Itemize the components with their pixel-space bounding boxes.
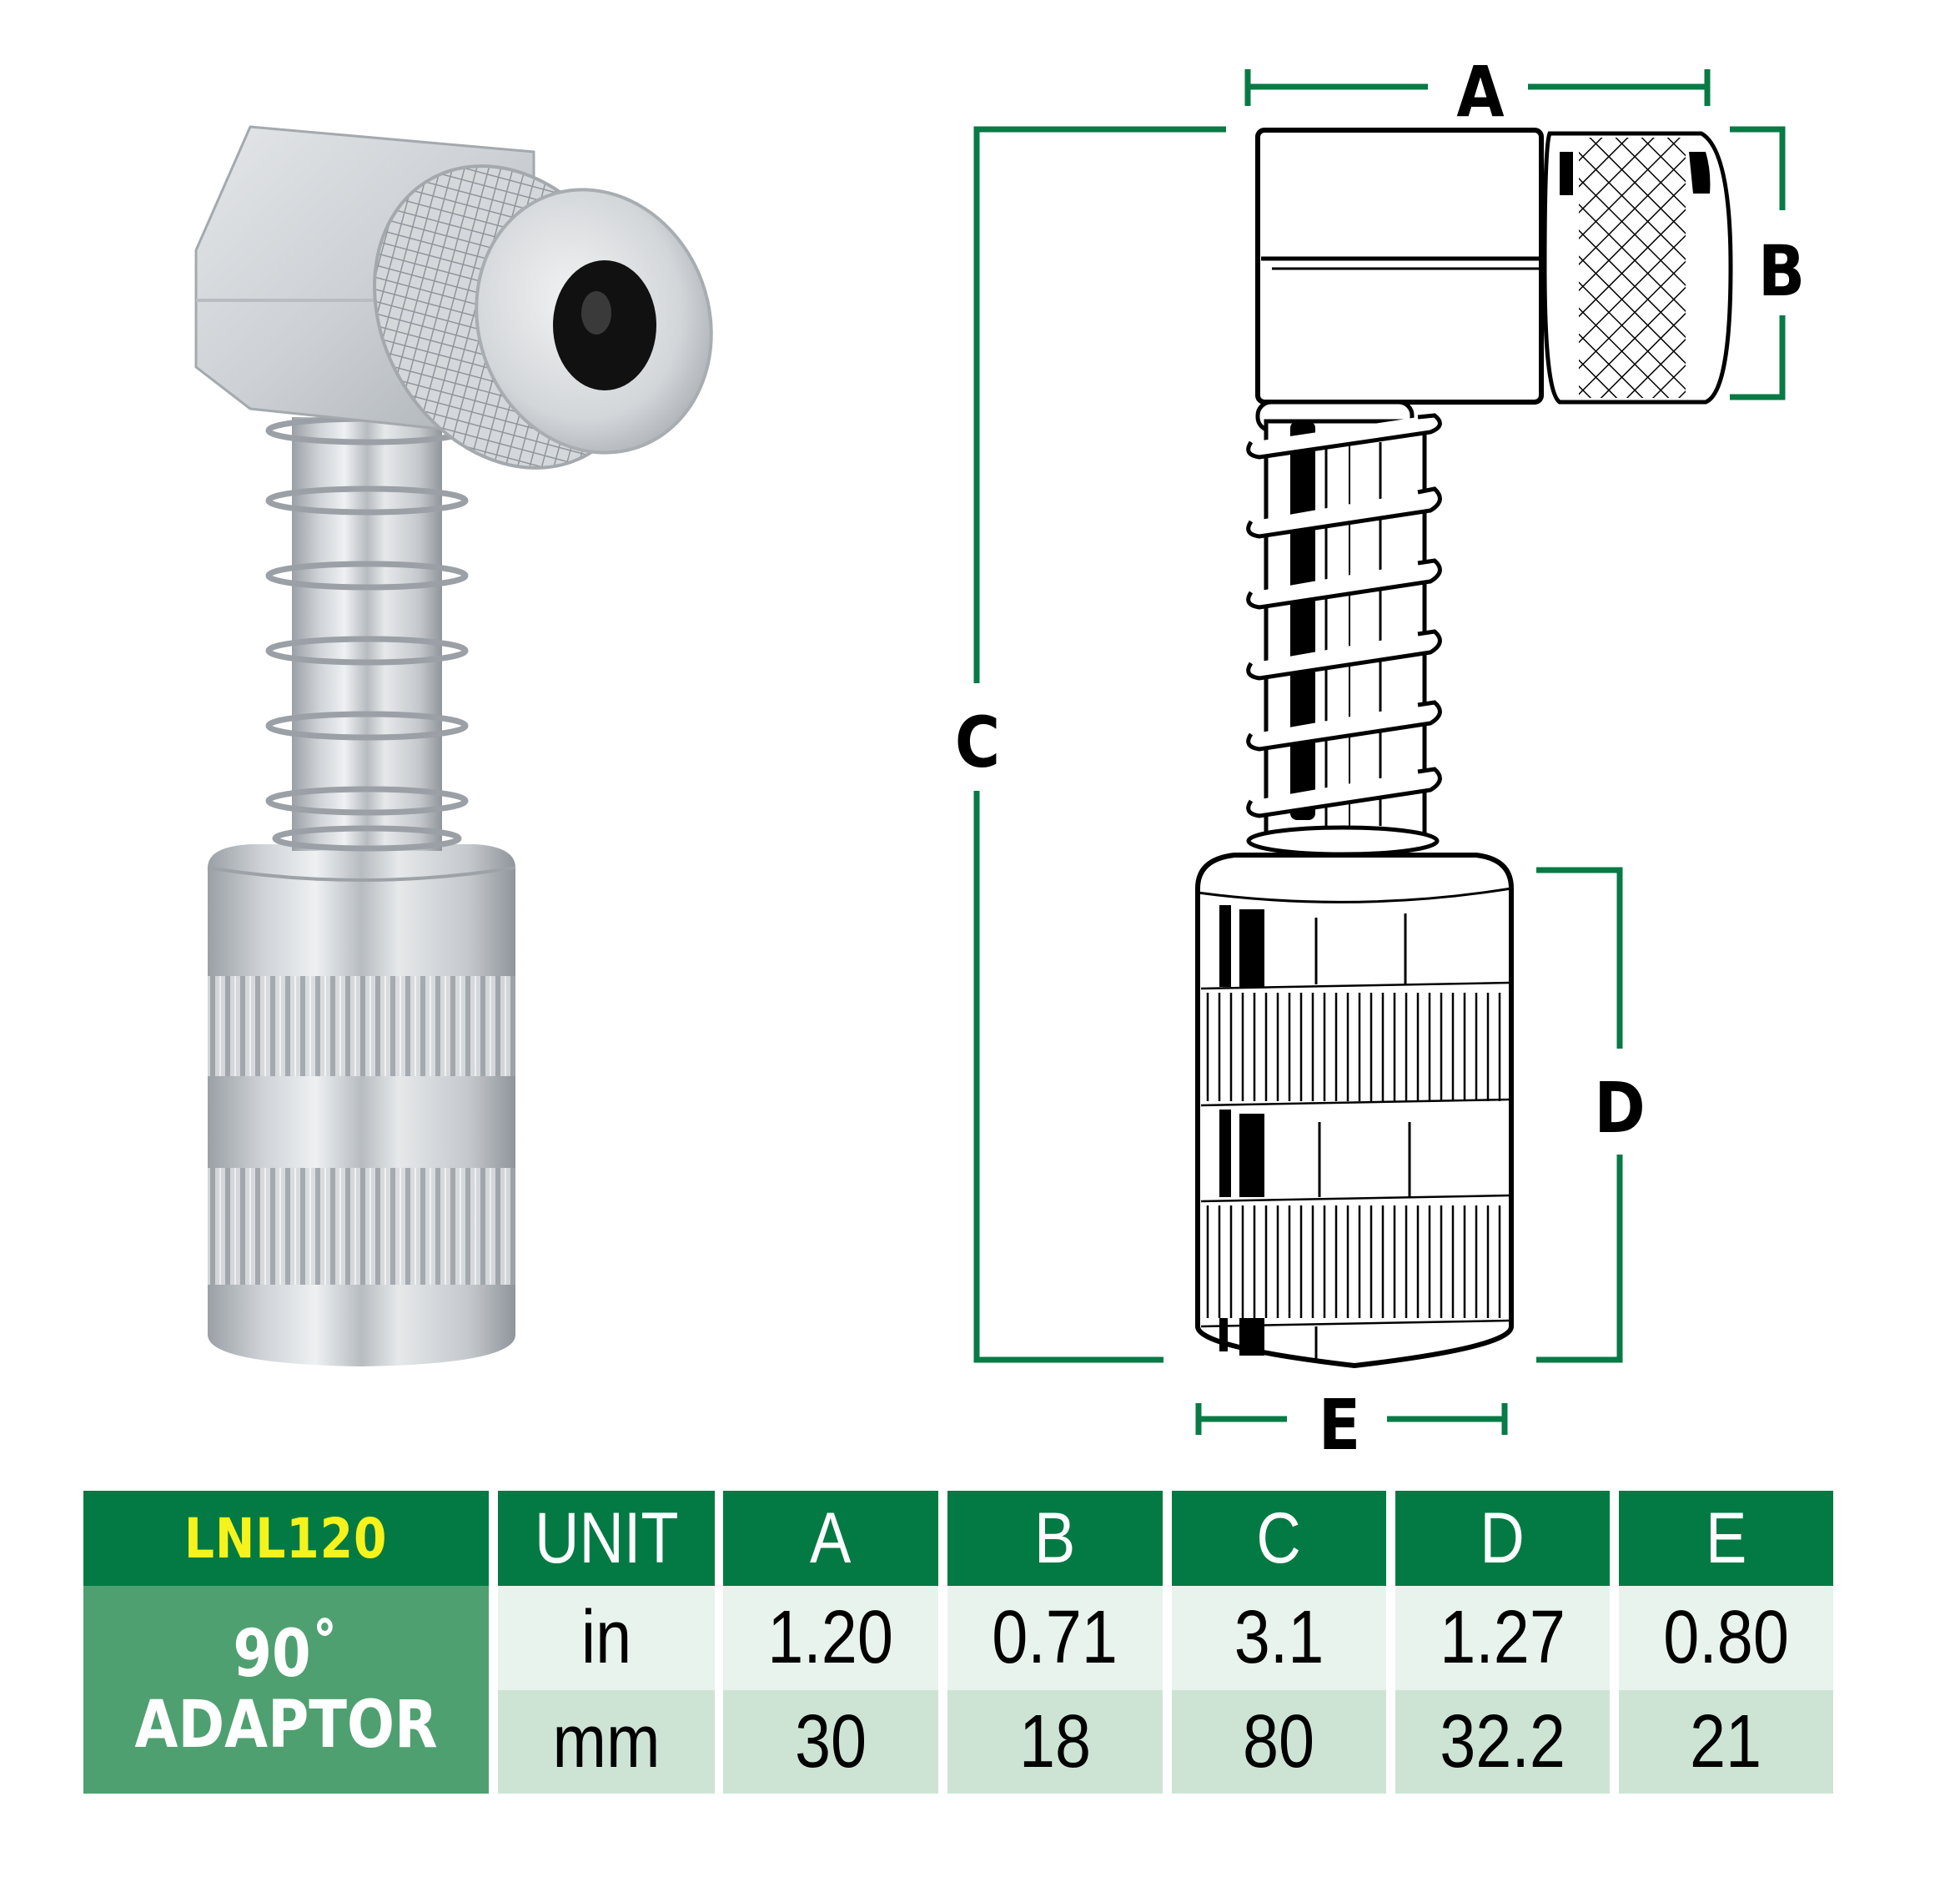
- photo-coupler: [207, 844, 516, 1366]
- drawing-hex-body: [1255, 128, 1544, 405]
- row-in-e: 0.80: [1619, 1586, 1833, 1690]
- row-in-c: 3.1: [1172, 1586, 1386, 1690]
- row-in-a: 1.20: [723, 1586, 938, 1690]
- header-c: C: [1172, 1491, 1386, 1586]
- header-unit: UNIT: [498, 1491, 715, 1586]
- row-in-d: 1.27: [1395, 1586, 1610, 1690]
- photo-tube: [292, 417, 442, 851]
- product-name-cell: 90˚ ADAPTOR: [83, 1586, 489, 1794]
- header-e: E: [1619, 1491, 1833, 1586]
- photo-spring: [265, 415, 469, 852]
- header-b: B: [947, 1491, 1163, 1586]
- dimension-lines: [973, 69, 1786, 1435]
- dimension-label-a: A: [1456, 51, 1505, 133]
- row-mm-a: 30: [723, 1690, 938, 1794]
- drawing-knurl-ribs: [1206, 993, 1501, 1318]
- row-mm-c: 80: [1172, 1690, 1386, 1794]
- header-a: A: [723, 1491, 938, 1586]
- product-photo: [0, 0, 834, 1418]
- dimension-label-b: B: [1757, 230, 1806, 312]
- header-d: D: [1395, 1491, 1610, 1586]
- row-mm-unit: mm: [498, 1690, 715, 1794]
- adaptor-line-drawing: [973, 69, 1786, 1435]
- drawing-knurl-nut: [1542, 131, 1733, 405]
- drawing-coupler: [1195, 853, 1514, 1369]
- dimension-label-d: D: [1594, 1067, 1646, 1149]
- dimension-a-line: [1244, 69, 1711, 106]
- model-number: LNL120: [184, 1506, 388, 1571]
- adaptor-photo-illustration: [194, 125, 713, 1366]
- technical-drawing: A B C D E: [917, 0, 1960, 1485]
- product-type: ADAPTOR: [134, 1687, 438, 1763]
- dimension-e-line: [1195, 1403, 1508, 1435]
- dimension-label-c: C: [954, 702, 1001, 783]
- drawing-spring: [1246, 413, 1442, 857]
- product-angle: 90˚: [233, 1617, 339, 1693]
- row-mm-b: 18: [947, 1690, 1163, 1794]
- row-mm-e: 21: [1619, 1690, 1833, 1794]
- photo-front-face: [475, 188, 713, 455]
- model-number-cell: LNL120: [83, 1491, 489, 1586]
- row-in-unit: in: [498, 1586, 715, 1690]
- dimension-d-bracket: [1536, 867, 1623, 1363]
- dimension-b-bracket: [1730, 126, 1786, 400]
- dimension-label-e: E: [1318, 1384, 1361, 1466]
- row-in-b: 0.71: [947, 1586, 1163, 1690]
- spec-table: LNL120 90˚ ADAPTOR UNIT A B C D E in 1.2…: [83, 1491, 1833, 1794]
- row-mm-d: 32.2: [1395, 1690, 1610, 1794]
- dimension-c-bracket: [973, 126, 1226, 1363]
